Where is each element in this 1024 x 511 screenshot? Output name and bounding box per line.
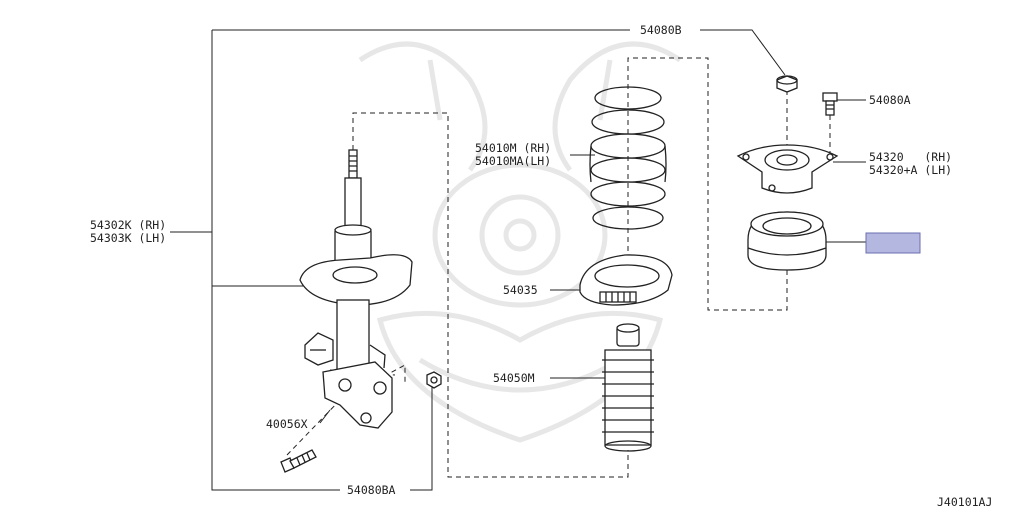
label-strut-rh[interactable]: 54302K (RH) xyxy=(90,218,166,232)
strut-bracket-lines xyxy=(170,29,786,491)
label-mount-rh[interactable]: 54320 (RH) xyxy=(869,150,952,164)
mount-bearing xyxy=(747,211,827,271)
bound-bumper xyxy=(602,323,654,452)
coil-spring xyxy=(589,86,667,230)
label-spring-rh[interactable]: 54010M (RH) xyxy=(475,141,551,155)
label-mount-lh[interactable]: 54320+A (LH) xyxy=(869,163,952,177)
strut-mount xyxy=(736,144,839,194)
watermark-emblem xyxy=(358,41,682,443)
label-bolt-top[interactable]: 54080A xyxy=(869,93,911,107)
label-bolt-lower[interactable]: 40056X xyxy=(266,417,308,431)
lower-nut xyxy=(426,371,442,389)
label-nut-top[interactable]: 54080B xyxy=(640,23,682,37)
label-strut-lh[interactable]: 54303K (LH) xyxy=(90,231,166,245)
label-bound-bumper[interactable]: 54050M xyxy=(493,371,535,385)
leader-lines xyxy=(319,99,866,424)
lower-bolt xyxy=(280,449,317,473)
strut-assembly xyxy=(299,149,413,429)
label-seat[interactable]: 54035 xyxy=(503,283,538,297)
label-nut-lower[interactable]: 54080BA xyxy=(347,483,396,497)
top-bolt xyxy=(822,92,838,116)
diagram-code: J40101AJ xyxy=(937,495,992,509)
label-spring-lh[interactable]: 54010MA(LH) xyxy=(475,154,551,168)
top-nut xyxy=(776,75,798,93)
highlight-box[interactable] xyxy=(865,232,921,254)
spring-seat xyxy=(579,254,673,306)
